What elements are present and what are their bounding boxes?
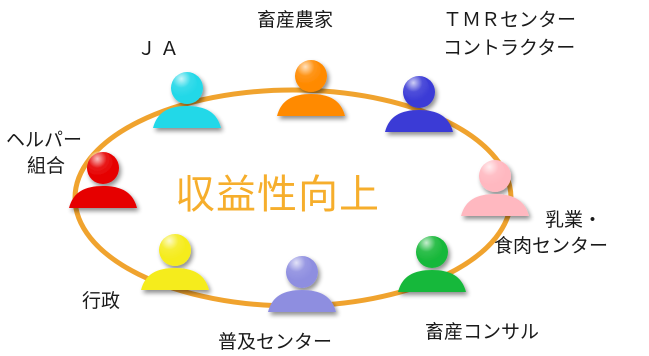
person-icon-tmr-center bbox=[385, 75, 453, 132]
label-ja: ＪＡ bbox=[137, 38, 184, 60]
center-label: 収益性向上 bbox=[175, 172, 380, 218]
person-icon-helper-kumiai bbox=[69, 151, 137, 208]
person-icon-chikusan-consul bbox=[398, 235, 466, 292]
label-chikusan-consul: 畜産コンサル bbox=[425, 321, 540, 343]
label-gyosei: 行政 bbox=[82, 290, 121, 312]
label-nyugyo-line1: 乳業・ bbox=[545, 209, 603, 231]
label-tmr-center-line1: ＴＭＲセンター bbox=[443, 9, 577, 31]
label-chikusan-noka: 畜産農家 bbox=[257, 9, 334, 31]
person-icon-gyosei bbox=[141, 233, 209, 290]
label-helper-line1: ヘルパー bbox=[6, 129, 83, 151]
label-helper-line2: 組合 bbox=[27, 155, 66, 177]
person-icon-nyugyo bbox=[461, 159, 529, 216]
person-icon-ja bbox=[153, 71, 221, 128]
person-icon-chikusan-noka bbox=[277, 59, 345, 116]
person-icon-fukyu-center bbox=[268, 255, 336, 312]
label-nyugyo-line2: 食肉センター bbox=[494, 235, 609, 257]
label-fukyu-center: 普及センター bbox=[218, 331, 333, 353]
label-tmr-center-line2: コントラクター bbox=[443, 37, 576, 59]
